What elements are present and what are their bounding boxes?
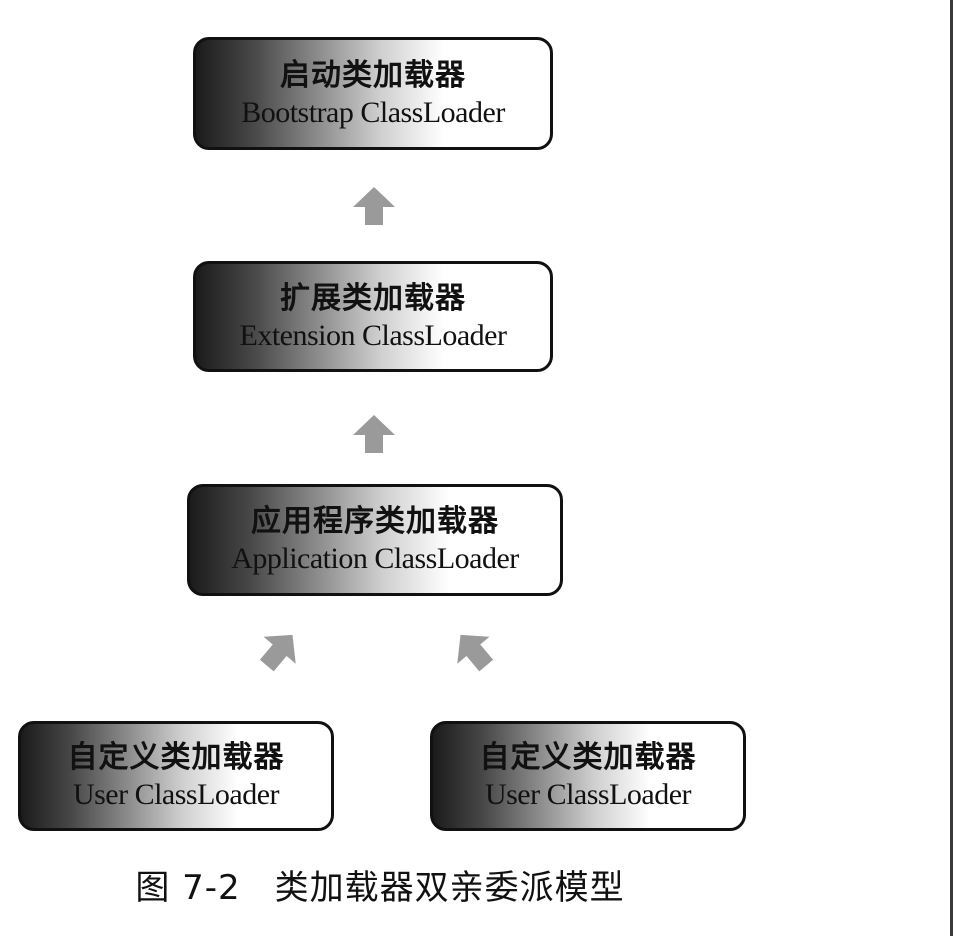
bootstrap-classloader-node: 启动类加载器 Bootstrap ClassLoader: [193, 37, 553, 150]
node-label-cn: 自定义类加载器: [67, 740, 285, 775]
application-classloader-node: 应用程序类加载器 Application ClassLoader: [187, 484, 563, 596]
node-label-en: Extension ClassLoader: [239, 318, 507, 352]
up-left-arrow-icon: [457, 634, 494, 672]
node-label-cn: 自定义类加载器: [479, 740, 697, 775]
user-classloader-node-1: 自定义类加载器 User ClassLoader: [18, 721, 334, 831]
node-label-en: Application ClassLoader: [231, 542, 519, 575]
node-label-en: Bootstrap ClassLoader: [241, 95, 505, 129]
up-right-arrow-icon: [259, 634, 296, 672]
node-label-cn: 应用程序类加载器: [251, 504, 499, 539]
up-arrow-icon: [353, 187, 395, 225]
right-border-line: [950, 0, 953, 936]
extension-classloader-node: 扩展类加载器 Extension ClassLoader: [193, 261, 553, 372]
node-label-en: User ClassLoader: [484, 778, 692, 811]
up-arrow-icon: [353, 415, 395, 453]
figure-caption: 图 7-2 类加载器双亲委派模型: [0, 860, 760, 909]
figure-number: 图 7-2: [135, 868, 241, 908]
node-label-cn: 扩展类加载器: [280, 280, 466, 316]
user-classloader-node-2: 自定义类加载器 User ClassLoader: [430, 721, 746, 831]
node-label-en: User ClassLoader: [72, 778, 280, 811]
node-label-cn: 启动类加载器: [280, 57, 466, 93]
figure-title: 类加载器双亲委派模型: [274, 868, 625, 908]
